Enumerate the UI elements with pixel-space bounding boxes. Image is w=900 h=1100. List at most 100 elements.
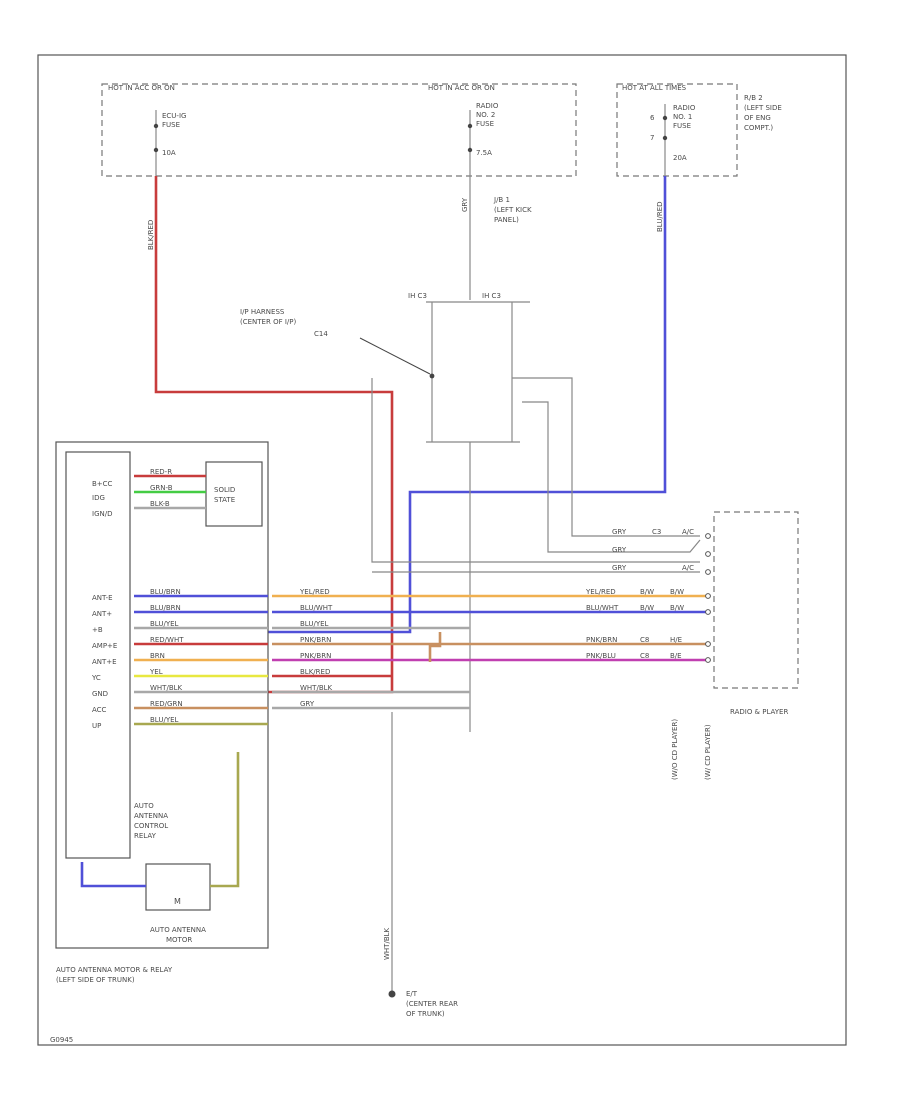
motor-label-1: AUTO ANTENNA (150, 926, 206, 934)
radio-pin (705, 533, 711, 539)
internal-wire-label: RED-R (150, 468, 172, 476)
gry-row-label: GRY (612, 564, 627, 572)
ip-harness-label-2: (CENTER OF I/P) (240, 318, 296, 326)
ground-label-1: E/T (406, 990, 418, 998)
fuse-right-name-2: NO. 1 (673, 113, 692, 121)
harness-far-label: BLU/WHT (586, 604, 619, 612)
gry-row-end: A/C (682, 528, 694, 536)
fuse-mid-name-3: FUSE (476, 120, 494, 128)
connector-left-label: IH C3 (408, 292, 427, 300)
ip-harness-branch (359, 301, 701, 732)
harness-pin-a: B/W (640, 604, 654, 612)
relay-label-3: CONTROL (134, 822, 168, 830)
radio-pin (705, 657, 711, 663)
harness-pin-b: B/E (670, 652, 682, 660)
harness-left-color: BLU/BRN (150, 588, 181, 596)
relay-label-1: AUTO (134, 802, 154, 810)
harness-left-color: BRN (150, 652, 165, 660)
ip-harness-label-1: I/P HARNESS (240, 308, 285, 316)
harness-right-color: BLU/WHT (300, 604, 333, 612)
connector-right-label: IH C3 (482, 292, 501, 300)
fuse-right: 6 7 RADIO NO. 1 FUSE 20A (650, 104, 696, 176)
ground-label-2: (CENTER REAR (406, 1000, 458, 1008)
outer-frame (37, 54, 847, 1046)
motor-label-2: MOTOR (166, 936, 192, 944)
relay-pin-label: ANT+ (92, 610, 112, 618)
fuse-right-pin-a: 6 (650, 114, 655, 122)
harness-pin-b: H/E (670, 636, 682, 644)
rb2-label-2: (LEFT SIDE (744, 104, 782, 112)
relay-pin-label: YC (91, 674, 101, 682)
harness-left-color: RED/WHT (150, 636, 184, 644)
solid-state-box (205, 461, 263, 527)
fuse-right-name-3: FUSE (673, 122, 691, 130)
relay-pin-label: ANT+E (92, 658, 117, 666)
solid-state-label-1: SOLID (214, 486, 235, 494)
harness-right-color: GRY (300, 700, 315, 708)
fuse-left: ECU-IG FUSE 10A (153, 110, 186, 176)
assembly-label-1: AUTO ANTENNA MOTOR & RELAY (56, 966, 173, 974)
fuse-mid-amp: 7.5A (476, 149, 492, 157)
harness-jog (428, 632, 442, 662)
gry-row-pin: C3 (652, 528, 661, 536)
radio-pin (705, 609, 711, 615)
relay-pin-label: GND (92, 690, 108, 698)
internal-wire-label: BLK-B (150, 500, 170, 508)
rb2-label-3: OF ENG (744, 114, 771, 122)
harness-left-color: YEL (149, 668, 163, 676)
wire-motor-return (80, 862, 146, 888)
harness-far-label: PNK/BLU (586, 652, 616, 660)
rb2-label-4: COMPT.) (744, 124, 773, 132)
relay-pin-label: +B (92, 626, 103, 634)
ground-wire-label: WHT/BLK (383, 927, 391, 960)
source-right-wire: BLU/RED (656, 201, 664, 232)
harness-far-label: PNK/BRN (586, 636, 617, 644)
source-left-header: HOT IN ACC OR ON (108, 84, 175, 92)
fuse-box-batt (616, 83, 738, 177)
fuse-box-acc (101, 83, 577, 177)
harness-left-color: BLU/YEL (150, 620, 179, 628)
radio-connector-b: (W/ CD PLAYER) (704, 724, 712, 780)
harness-pin-a: C8 (640, 636, 649, 644)
source-mid-wire: GRY (461, 197, 469, 212)
fuse-right-pin-b: 7 (650, 134, 654, 142)
radio-pin (705, 551, 711, 557)
ground-point (388, 990, 396, 998)
relay-pin-label: IDG (92, 494, 105, 502)
internal-wire-group: RED-R GRN-B BLK-B (134, 468, 206, 510)
harness-left-color: RED/GRN (150, 700, 183, 708)
relay-pin-label: B+CC (92, 480, 113, 488)
gry-row-end: A/C (682, 564, 694, 572)
relay-pin-list: B+CCIDGIGN/DANT-EANT++BAMP+EANT+EYCGNDAC… (91, 480, 117, 730)
harness-right-color: PNK/BRN (300, 636, 331, 644)
ip-harness-leader (359, 337, 431, 375)
solid-state-label-2: STATE (214, 496, 235, 504)
harness-left-color: BLU/YEL (150, 716, 179, 724)
relay-label-4: RELAY (134, 832, 157, 840)
wire-up-motor (210, 752, 240, 888)
ground-label-3: OF TRUNK) (406, 1010, 445, 1018)
motor-symbol: M (174, 897, 181, 906)
assembly-label-2: (LEFT SIDE OF TRUNK) (56, 976, 135, 984)
harness-right-color: YEL/RED (299, 588, 330, 596)
harness-pin-b: B/W (670, 588, 684, 596)
harness-right-color: BLU/YEL (300, 620, 329, 628)
internal-wire-label: GRN-B (150, 484, 173, 492)
fuse-mid-name-1: RADIO (476, 102, 499, 110)
radio-pin (705, 641, 711, 647)
harness-pin-a: C8 (640, 652, 649, 660)
fuse-mid-name-2: NO. 2 (476, 111, 495, 119)
gry-row-label: GRY (612, 528, 627, 536)
jb-label-1: J/B 1 (493, 196, 510, 204)
radio-pin (705, 593, 711, 599)
radio-pin (705, 569, 711, 575)
radio-label: RADIO & PLAYER (730, 708, 788, 716)
harness-right-color: PNK/BRN (300, 652, 331, 660)
relay-pin-label: UP (92, 722, 101, 730)
fuse-left-name-1: ECU-IG (162, 112, 186, 120)
relay-pin-label: AMP+E (92, 642, 117, 650)
fuse-mid: RADIO NO. 2 FUSE 7.5A (467, 102, 499, 176)
